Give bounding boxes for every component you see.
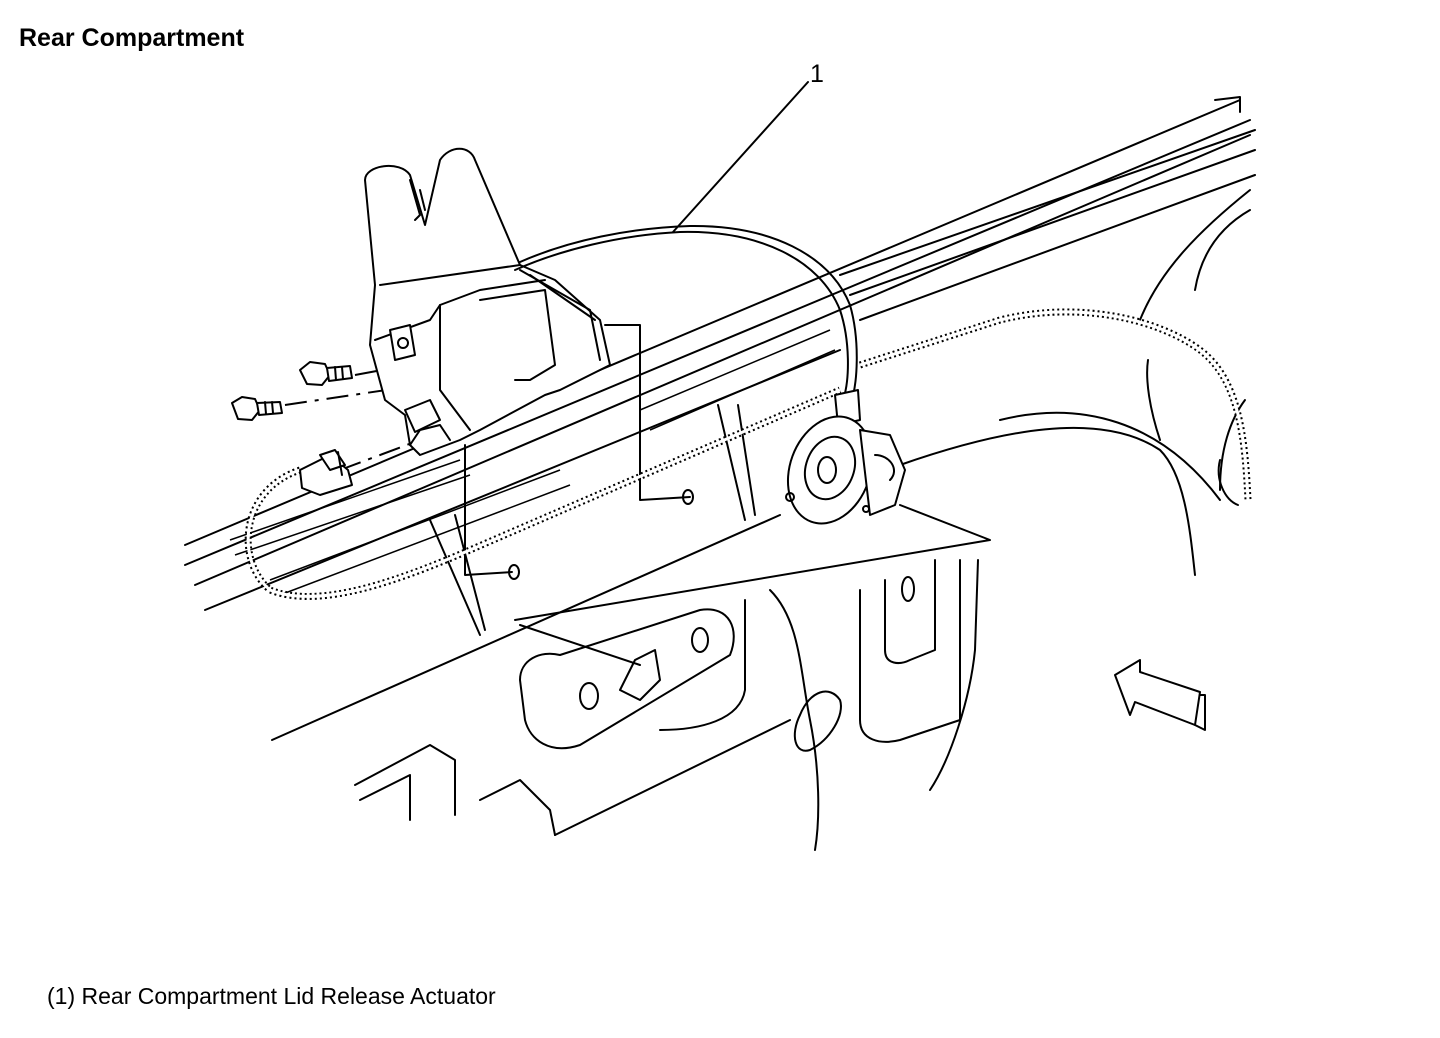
release-actuator — [364, 147, 611, 456]
rear-panel-rail — [184, 96, 1256, 611]
callout-1-label: 1 — [810, 60, 824, 88]
diagram-title: Rear Compartment — [19, 24, 245, 52]
legend-item-1: (1) Rear Compartment Lid Release Actuato… — [47, 983, 496, 1009]
release-cable — [514, 224, 858, 406]
view-arrow — [1114, 659, 1206, 731]
harness-connector — [299, 449, 353, 496]
wiring-harness — [244, 308, 1252, 600]
bolt-upper — [299, 361, 353, 386]
lock-cylinder — [785, 389, 906, 525]
trunk-floor-outline — [271, 189, 1251, 851]
bolt-lower — [231, 396, 283, 421]
callout-1: 1 — [672, 60, 824, 233]
